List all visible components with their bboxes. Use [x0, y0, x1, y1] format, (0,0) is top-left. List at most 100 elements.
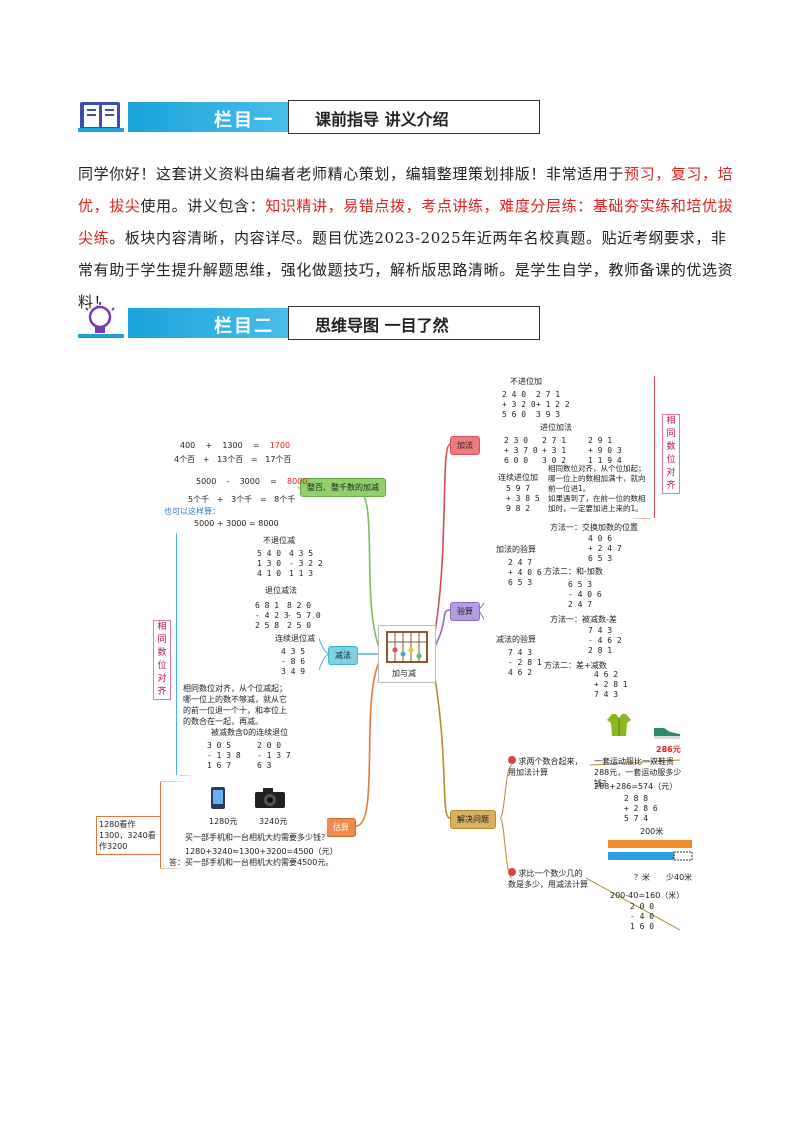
- branch-b4: 加法: [450, 436, 480, 455]
- b4-c4-r1: 2 7 1: [542, 436, 567, 445]
- b2-rule: 相同数位对齐，从个位减起；哪一位上的数不够减，就从它的前一位退一个十，和本位上的…: [183, 683, 287, 727]
- b4-rule: 相同数位对齐，从个位加起；哪一位上的数相加满十，就向前一位进1。如果遇到了，在前…: [548, 464, 646, 514]
- b1-row4: 5个千 + 3个千 = 8个千: [188, 494, 295, 505]
- b4-rule-4: 如果遇到了，在前一位的数相: [548, 494, 646, 503]
- section2-subtitle: 思维导图 一目了然: [315, 316, 449, 335]
- b1-r3-a: 5000: [196, 477, 217, 486]
- b3-price2: 3240元: [259, 817, 288, 826]
- b6-eq2: 200-40=160（米）: [610, 891, 685, 900]
- jacket-icon: [607, 714, 631, 736]
- b5-c3-r1: 6 5 3: [568, 580, 593, 589]
- b1-r1-a: 400: [180, 441, 196, 450]
- b2-c1-r2: 1 3 0: [257, 559, 282, 568]
- b4-c6-r3: 9 8 2: [506, 504, 531, 513]
- section1-subtitle: 课前指导 讲义介绍: [315, 110, 449, 129]
- b2-c3-r1: 6 8 1: [255, 601, 280, 610]
- b6-unknown: ？米: [634, 873, 650, 882]
- b5-c6-r2: + 2 8 1: [594, 680, 628, 689]
- branch-b6: 解决问题: [450, 810, 496, 829]
- b2-c2-r3: 1 1 3: [289, 569, 314, 578]
- b3-price1: 1280元: [209, 817, 238, 826]
- b4-c2-r3: 3 9 3: [536, 410, 561, 419]
- b5-method2: 方法二：和-加数: [544, 567, 603, 576]
- b4-title1: 不进位加: [510, 377, 542, 386]
- b2-c1-r1: 5 4 0: [257, 549, 282, 558]
- b1-r3-c: 8000: [287, 477, 308, 486]
- intro-paragraph: 同学你好！这套讲义资料由编者老师精心策划，编辑整理策划排版！非常适用于预习，复习…: [78, 158, 738, 318]
- camera-icon: [255, 788, 285, 808]
- b4-c6-r1: 5 9 7: [506, 484, 531, 493]
- lightbulb-icon: [78, 302, 124, 338]
- b5-method1: 方法一：交换加数的位置: [550, 523, 638, 532]
- b4-rule-5: 加时，一定要加进上来的1。: [548, 504, 643, 513]
- center-node: 加与减: [378, 625, 436, 683]
- b2-title1: 不退位减: [263, 536, 295, 545]
- b3-question: 买一部手机和一台相机大约需要多少钱？: [185, 833, 329, 842]
- b2-rule-1: 相同数位对齐，从个位减起；: [183, 684, 287, 693]
- b2-c2-r2: - 3 2 2: [289, 559, 323, 568]
- b6-c1-r1: 2 8 8: [624, 794, 649, 803]
- b2-c6-r2: - 1 3 8: [207, 751, 241, 760]
- b1-r3-eq: =: [270, 477, 277, 486]
- b2-rule-3: 的前一位退一个十，和本位上: [183, 706, 287, 715]
- b3-card: 1280元 3240元 买一部手机和一台相机大约需要多少钱？ 1280+3240…: [160, 782, 338, 868]
- b5-method3: 方法一：被减数-差: [550, 615, 617, 624]
- b2-c3-r2: - 4 2 3: [255, 611, 289, 620]
- b1-r4-eq: =: [259, 495, 267, 504]
- b2-c7-r1: 2 0 0: [257, 741, 282, 750]
- b4-c4-r3: 3 0 2: [542, 456, 567, 465]
- b6-c2-r1: 2 0 0: [630, 902, 655, 911]
- b2-c6-r1: 3 0 5: [207, 741, 232, 750]
- b6-question1: 求两个数合起来，用加法计算: [508, 756, 588, 778]
- b2-rule-4: 的数合在一起，再减。: [183, 717, 263, 726]
- b5-c5-r1: 7 4 3: [508, 648, 533, 657]
- b4-c1-r1: 2 4 0: [502, 390, 527, 399]
- book-icon: [78, 102, 124, 132]
- b3-answer: 答：买一部手机和一台相机大约需要4500元。: [169, 858, 334, 867]
- b1-r1-op: +: [205, 441, 213, 450]
- b4-c3-r2: + 3 7 0: [504, 446, 538, 455]
- b2-title2: 退位减法: [265, 586, 297, 595]
- b1-note: 也可以这样算：: [164, 507, 220, 516]
- b6-c2-r2: - 4 0: [630, 912, 655, 921]
- b3-calc: 1280+3240≈1300+3200=4500（元）: [185, 847, 338, 856]
- b5-method4: 方法二：差+减数: [544, 661, 607, 670]
- b2-c3-r3: 2 5 8: [255, 621, 280, 630]
- b1-r1-b: 1300: [222, 441, 243, 450]
- b1-r2-b: 13个百: [217, 455, 244, 464]
- b2-c7-r2: - 1 3 7: [257, 751, 291, 760]
- b4-c1-r3: 5 6 0: [502, 410, 527, 419]
- b5-c5-r3: 4 6 2: [508, 668, 533, 677]
- b6-bullet1: [508, 756, 516, 764]
- b6-len: 200米: [640, 827, 664, 836]
- intro-text-1: 同学你好！这套讲义资料由编者老师精心策划，编辑整理策划排版！非常适用于: [78, 165, 625, 183]
- b4-rule-3: 前一位进1。: [548, 484, 591, 493]
- b4-title3: 连续进位加: [498, 473, 538, 482]
- b2-c4-r1: 8 2 0: [287, 601, 312, 610]
- section2-title: 栏目二: [214, 316, 274, 337]
- b2-c4-r2: - 5 7 0: [287, 611, 321, 620]
- intro-text-3: 。板块内容清晰，内容详尽。题目优选2023-2025年近两年名校真题。贴近考纲要…: [78, 229, 734, 311]
- b5-c2-r1: 4 0 6: [588, 534, 613, 543]
- b1-card: 400 + 1300 = 1700 4个百 + 13个百 = 17个百 5000…: [158, 438, 307, 530]
- b5-c4-r2: - 4 6 2: [588, 636, 622, 645]
- b6-q2-text: 求比一个数少几的数是多少，用减法计算: [508, 869, 588, 889]
- branch-b1: 整百、整千数的加减: [300, 478, 386, 497]
- b1-r2-eq: =: [250, 455, 258, 464]
- phone-icon: [211, 787, 225, 809]
- b1-row3: 5000 - 3000 = 8000: [196, 476, 307, 487]
